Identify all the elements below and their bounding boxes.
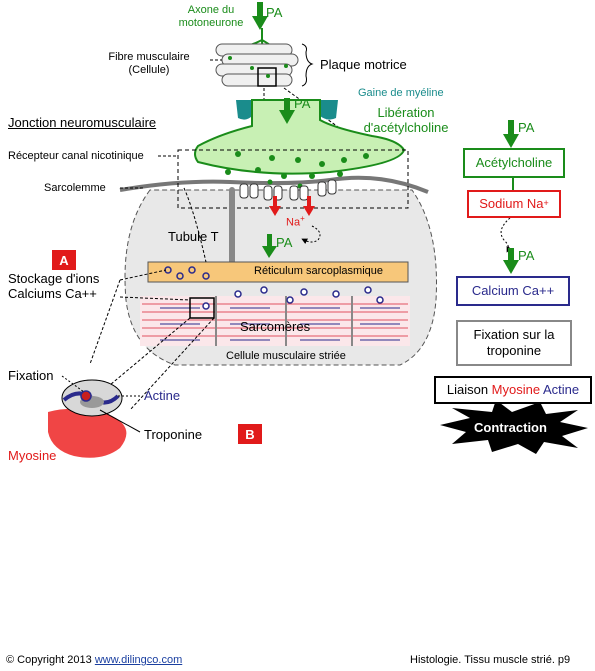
muscle-fibre-bundle <box>215 43 299 87</box>
badge-b: B <box>238 424 262 444</box>
sarcomeres <box>140 296 410 346</box>
flow-pa-arrow-2 <box>503 248 519 274</box>
flow-pa-label-2: PA <box>518 248 535 263</box>
na-sup: + <box>300 214 305 223</box>
liaison-actine: Actine <box>540 381 580 397</box>
fixation-label: Fixation <box>8 368 54 383</box>
flow-sodium-box: Sodium Na+ <box>467 190 561 218</box>
zoom-box-junction <box>177 149 409 209</box>
contraction-burst <box>440 400 588 454</box>
cellule-label: Cellule musculaire striée <box>226 350 346 362</box>
sarcolemme-label: Sarcolemme <box>44 182 106 194</box>
jonction-label: Jonction neuromusculaire <box>8 115 157 130</box>
myelin-left <box>236 100 252 120</box>
na-text: Na <box>286 216 301 229</box>
liaison-pre: Liaison <box>446 381 492 397</box>
troponine-label: Troponine <box>144 427 203 442</box>
myelin-right <box>320 100 338 120</box>
stockage-label: Stockage d'ions Calciums Ca++ <box>8 271 100 301</box>
calcium-ions-released <box>202 286 384 310</box>
pa-label-reticulum: PA <box>276 235 293 250</box>
flow-pa-label-1: PA <box>518 120 535 135</box>
footer-copyright: © Copyright 2013 www.dilingco.com <box>6 654 182 666</box>
pa-arrow-synapse <box>279 98 295 124</box>
recepteur-label: Récepteur canal nicotinique <box>8 150 144 162</box>
badge-a: A <box>52 250 76 270</box>
actine-label: Actine <box>144 388 181 403</box>
sarcomeres-label: Sarcomères <box>240 319 311 334</box>
na-label: Na+ <box>286 214 305 229</box>
myosine-label: Myosine <box>8 448 57 463</box>
footer-caption: Histologie. Tissu muscle strié. p9 <box>410 654 571 666</box>
plaque-label: Plaque motrice <box>320 57 407 72</box>
liaison-myosine: Myosine <box>491 381 541 397</box>
pa-label-synapse: PA <box>294 96 311 111</box>
fibre-label: Fibre musculaire (Cellule) <box>108 51 190 76</box>
copyright-link[interactable]: www.dilingco.com <box>94 654 183 666</box>
flow-fixation-box: Fixation sur la troponine <box>456 320 572 366</box>
sarcoplasmic-reticulum <box>147 261 409 283</box>
axone-label: Axone du motoneurone <box>178 4 244 29</box>
zoom-box-sarcomere <box>189 297 215 319</box>
pa-arrow-top <box>252 2 268 30</box>
zoom-box-plaque <box>257 67 277 87</box>
sarcolemma <box>119 175 429 194</box>
flow-sodium-sup: + <box>543 198 549 209</box>
pa-label-top: PA <box>266 5 283 20</box>
copyright-text: © Copyright 2013 <box>6 654 95 666</box>
tubule-label: Tubule T <box>168 229 219 244</box>
flow-sodium-text: Sodium Na <box>479 195 544 211</box>
synaptic-terminal <box>194 99 406 175</box>
flow-calcium-box: Calcium Ca++ <box>456 276 570 306</box>
gaine-label: Gaine de myéline <box>358 87 444 99</box>
flow-liaison-box: Liaison Myosine Actine <box>434 376 592 404</box>
nicotinic-receptors <box>239 179 337 201</box>
calcium-ions-stored <box>164 266 210 280</box>
liberation-label: Libération d'acétylcholine <box>363 105 449 135</box>
leader-lines <box>89 155 215 411</box>
contraction-label: Contraction <box>474 420 547 435</box>
reticulum-label: Réticulum sarcoplasmique <box>254 265 383 277</box>
flow-pa-arrow-1 <box>503 120 519 148</box>
pa-arrow-reticulum <box>262 234 277 258</box>
na-arrows <box>269 196 315 216</box>
flow-acetylcholine-box: Acétylcholine <box>463 148 565 178</box>
calcium-fixed <box>80 390 92 402</box>
